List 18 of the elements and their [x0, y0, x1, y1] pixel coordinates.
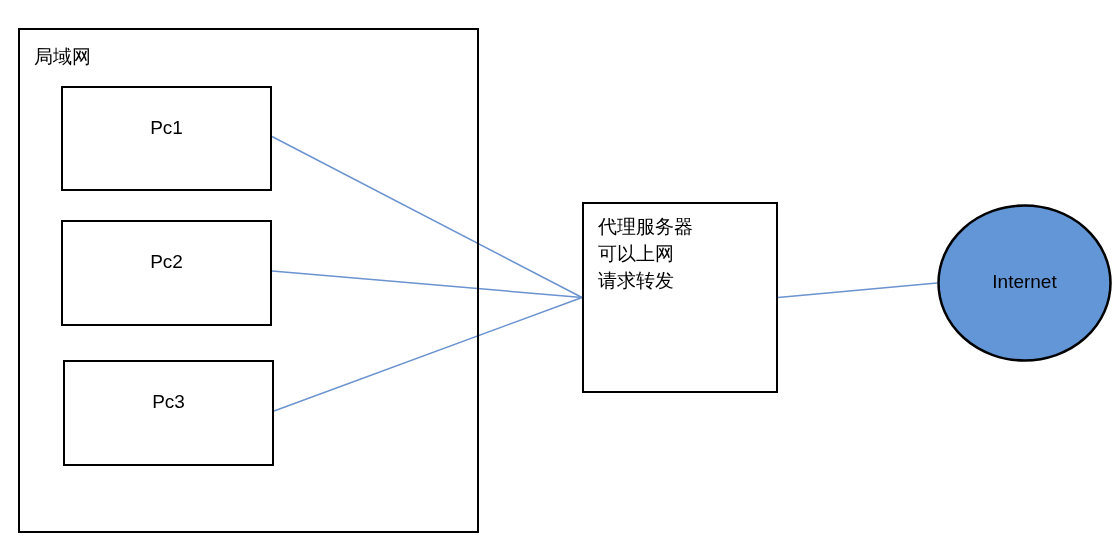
node-label: 代理服务器	[598, 215, 693, 239]
node-label: Pc2	[149, 251, 184, 273]
node-label: Pc1	[149, 116, 184, 139]
connector-line	[777, 282, 938, 299]
connector-line	[271, 270, 583, 299]
connector-line	[273, 296, 583, 412]
node-label: 请求转发	[598, 269, 674, 293]
connector-line	[271, 135, 583, 299]
computer-box	[61, 220, 272, 326]
computer-box	[63, 360, 274, 466]
node-label: Pc3	[151, 391, 186, 413]
group-title: 局域网	[34, 45, 91, 69]
node-label: 可以上网	[598, 242, 674, 266]
server-box	[582, 202, 778, 393]
computer-box	[61, 86, 272, 191]
network-box	[18, 28, 479, 533]
internet-ellipse	[937, 204, 1112, 362]
node-label: Internet	[991, 271, 1058, 293]
